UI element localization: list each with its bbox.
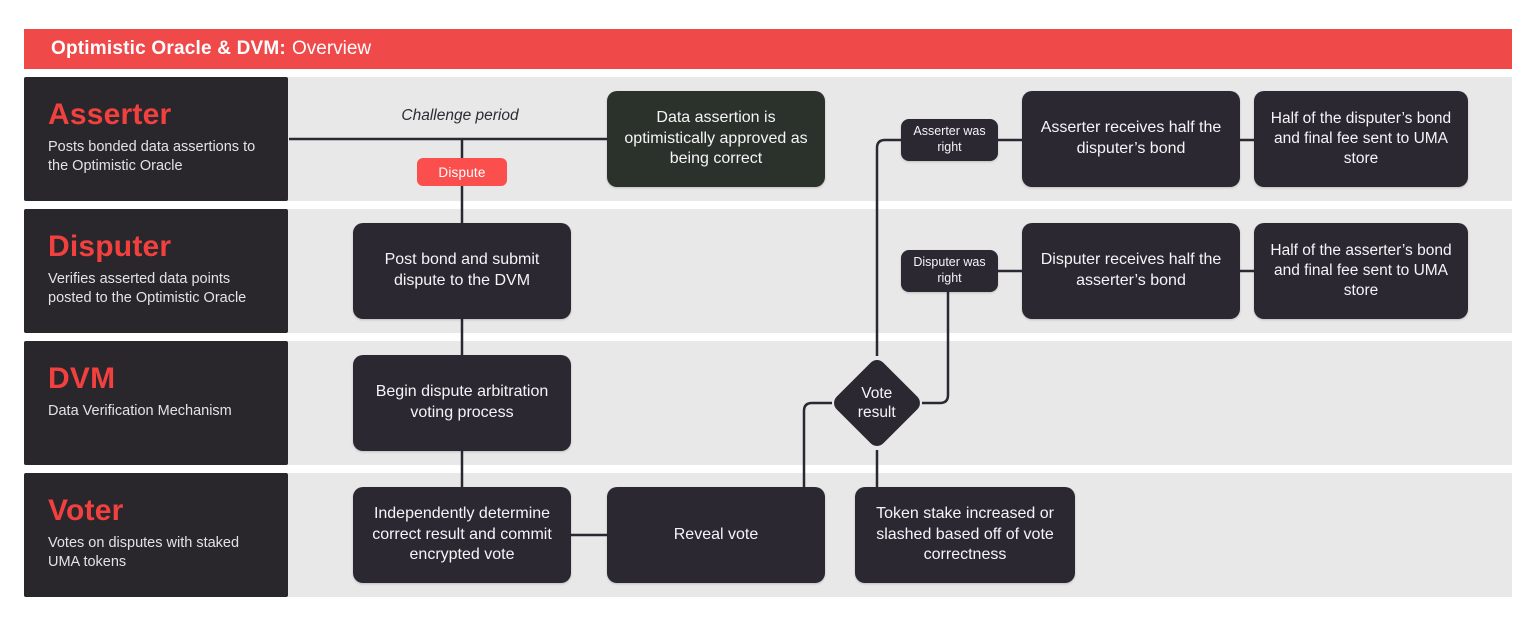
connector-diamond-to-disputer-right xyxy=(922,292,950,405)
challenge-period-label: Challenge period xyxy=(401,107,519,124)
node-half-asserter-bond-to-uma-store: Half of the asserter’s bond and final fe… xyxy=(1254,223,1468,319)
diagram-title-rest: Overview xyxy=(291,38,372,59)
lane-subtitle: Verifies asserted data points posted to … xyxy=(48,270,247,306)
lane-subtitle: Data Verification Mechanism xyxy=(48,402,232,419)
node-disputer-was-right: Disputer was right xyxy=(901,250,998,292)
lane-title: Asserter xyxy=(48,98,172,131)
dispute-button: Dispute xyxy=(417,158,507,186)
lane-subtitle: Posts bonded data assertions to the Opti… xyxy=(48,138,256,174)
node-asserter-was-right: Asserter was right xyxy=(901,119,998,161)
node-post-bond: Post bond and submit dispute to the DVM xyxy=(353,223,571,319)
node-asserter-receives-bond: Asserter receives half the disputer’s bo… xyxy=(1022,91,1240,187)
node-token-stake-outcome: Token stake increased or slashed based o… xyxy=(855,487,1075,583)
lane-label-disputer: Disputer Verifies asserted data points p… xyxy=(24,209,288,333)
lane-label-dvm: DVM Data Verification Mechanism xyxy=(24,341,288,465)
node-reveal-vote: Reveal vote xyxy=(607,487,825,583)
diagram-title-bold: Optimistic Oracle & DVM: xyxy=(51,38,286,59)
node-commit-encrypted-vote: Independently determine correct result a… xyxy=(353,487,571,583)
diagram-title-bar: Optimistic Oracle & DVM: Overview xyxy=(24,29,1512,69)
node-half-disputer-bond-to-uma-store: Half of the disputer’s bond and final fe… xyxy=(1254,91,1468,187)
lane-title: DVM xyxy=(48,362,116,395)
lane-dvm: DVM Data Verification Mechanism xyxy=(24,341,1512,465)
connector-diamond-to-asserter-right xyxy=(875,138,901,356)
connector-reveal-to-diamond xyxy=(802,401,832,487)
lane-label-voter: Voter Votes on disputes with staked UMA … xyxy=(24,473,288,597)
lane-title: Disputer xyxy=(48,230,172,263)
lane-label-asserter: Asserter Posts bonded data assertions to… xyxy=(24,77,288,201)
node-begin-arbitration: Begin dispute arbitration voting process xyxy=(353,355,571,451)
lane-subtitle: Votes on disputes with staked UMA tokens xyxy=(48,534,240,570)
vote-result-label: Vote result xyxy=(858,384,896,421)
node-disputer-receives-bond: Disputer receives half the asserter’s bo… xyxy=(1022,223,1240,319)
node-data-assertion-approved: Data assertion is optimistically approve… xyxy=(607,91,825,187)
lane-title: Voter xyxy=(48,494,124,527)
